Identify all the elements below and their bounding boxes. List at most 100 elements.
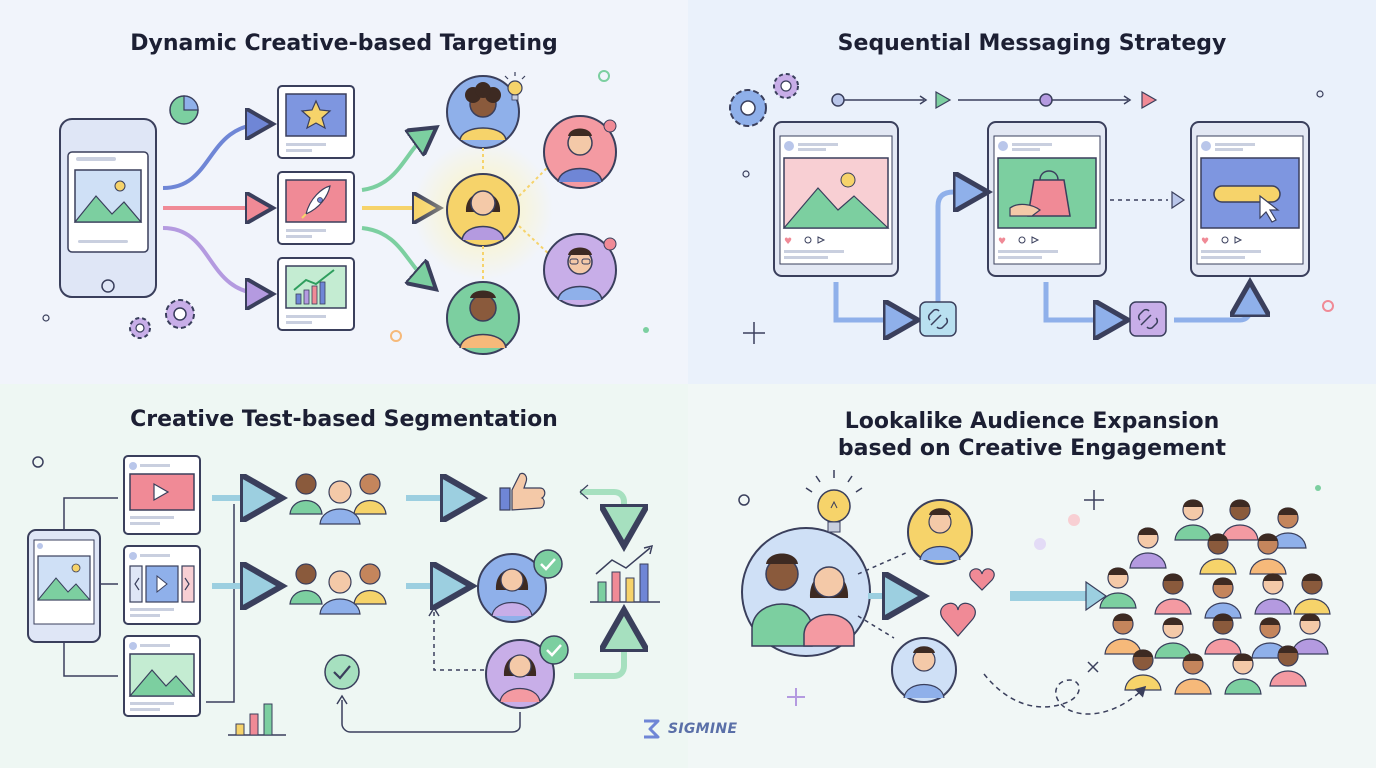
creative-card-image [123,635,201,717]
decor-plus [1084,490,1104,510]
audience-avatar [907,499,973,565]
crowd-person [1293,573,1331,615]
link-icon [1129,301,1167,337]
decor-dot [738,494,750,506]
crowd-person [1174,499,1212,541]
creative-card-growth [277,257,355,331]
lightbulb-icon [805,470,863,533]
gear-icon [729,89,767,127]
ad-tablet-2: ♥ [987,121,1107,277]
quadrant-title: Creative Test-based Segmentation [130,407,558,432]
crowd-person [1224,653,1262,695]
quadrant-title: Sequential Messaging Strategy [837,31,1227,56]
connector [341,700,521,733]
audience-avatar [891,637,957,703]
crowd-person [1204,577,1242,619]
ad-tablet-1: ♥ [773,121,899,277]
timeline [831,90,1158,110]
decor-dot [1316,90,1324,98]
arrow [580,489,624,534]
quadrant-sequential-messaging: Sequential Messaging Strategy [688,0,1376,384]
arrow [162,226,265,294]
notification-dot [603,119,617,133]
audience-avatar [477,553,547,623]
decor-dot [1315,485,1321,491]
crowd-person [1291,613,1329,655]
quadrant-lookalike-expansion: Lookalike Audience Expansion based on Cr… [688,384,1376,768]
arrow [361,226,430,284]
audience-avatar [543,115,617,189]
crowd-person [1199,533,1237,575]
crowd-person [1124,649,1162,691]
quadrant-creative-test-segmentation: Creative Test-based Segmentation [0,384,688,768]
crowd-person [1269,645,1307,687]
rocket-icon [301,185,331,219]
arrow [361,132,430,192]
connector [857,615,895,639]
phone-mockup [59,118,157,298]
growth-chart-icon [293,269,335,305]
connector [63,497,118,530]
connector [433,612,484,671]
audience-avatar [543,233,617,307]
q2-diagram: ♥ ♥ [729,73,1334,344]
audience-avatar [446,281,520,355]
expanded-audience-crowd [1099,499,1331,695]
crowd-person [1154,617,1192,659]
connector [206,504,235,703]
q1-diagram [42,70,649,355]
crowd-person [1249,533,1287,575]
brand-mark-icon [644,719,660,739]
decor-dot [742,170,750,178]
crowd-person [1221,499,1259,541]
pie-chart-icon [169,95,199,125]
check-icon [539,635,569,665]
decor-dot [598,70,610,82]
arrow [1171,190,1186,210]
decor-dot [390,330,402,342]
cta-button-illustration [1213,185,1281,203]
gear-icon [129,317,151,339]
decor-dot [1322,300,1334,312]
heart-icon [940,602,976,637]
crowd-person [1154,573,1192,615]
crowd-person [1174,653,1212,695]
decor-dot [32,456,44,468]
audience-group [289,473,387,525]
tablet-mockup [27,529,101,643]
audience-avatar [485,639,555,709]
quadrant-title-line1: Lookalike Audience Expansion [844,409,1220,434]
brand-name: SIGMINE [668,721,738,737]
loop-arrow [983,673,1147,715]
crowd-person [1254,573,1292,615]
crowd-person [1129,527,1167,569]
connector [518,225,551,256]
arrow [833,282,908,320]
q3-diagram [27,455,660,736]
audience-group [289,563,387,615]
arrow [162,124,265,190]
crowd-person [1204,613,1242,655]
brand-logo: SIGMINE [640,719,737,739]
q4-diagram [738,470,1331,715]
notification-dot [603,237,617,251]
decor-cross [1087,661,1099,673]
growth-chart-icon [590,544,660,603]
connector [518,164,551,197]
quadrant-dynamic-creative-targeting: Dynamic Creative-based Targeting [0,0,688,384]
lightbulb-icon [504,72,526,101]
quadrant-title: Dynamic Creative-based Targeting [130,31,558,56]
gear-icon [773,73,799,99]
ad-tablet-3: ♥ [1190,121,1310,277]
arrow [574,622,624,679]
decor-plus [787,688,805,706]
star-icon [300,99,332,130]
gear-icon [165,299,195,329]
creative-card-rocket [277,171,355,245]
arrow-head [1085,580,1108,612]
audience-avatar [446,173,520,247]
connector [63,642,118,677]
svg-text:♥: ♥ [784,237,792,247]
arrow [935,192,978,302]
arrow [1043,282,1118,320]
